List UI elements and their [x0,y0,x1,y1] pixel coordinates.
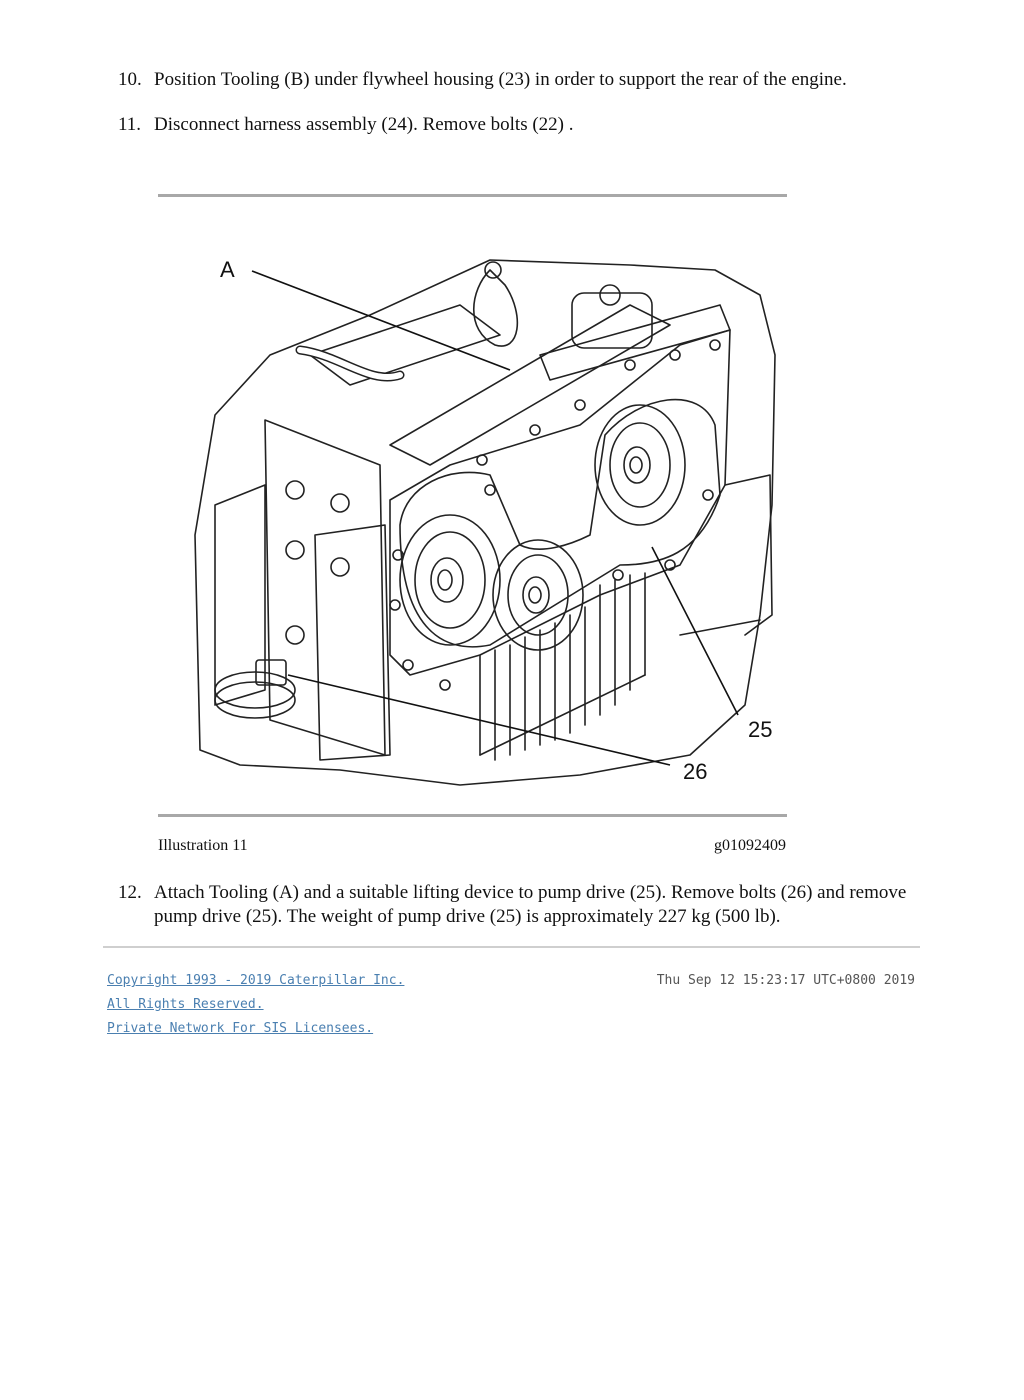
rights-link[interactable]: All Rights Reserved. [107,997,264,1012]
rights-link-wrap: All Rights Reserved. [107,997,264,1013]
pump-drive-illustration: A 25 26 [194,257,776,786]
illustration-top-rule [158,194,787,197]
step-text: Position Tooling (B) under flywheel hous… [154,69,847,90]
footer-divider [103,946,920,948]
lifting-eye [473,269,519,347]
copyright-link[interactable]: Copyright 1993 - 2019 Caterpillar Inc. [107,973,405,988]
leader-line-25 [651,546,739,716]
callout-25: 25 [748,717,772,742]
network-link[interactable]: Private Network For SIS Licensees. [107,1021,374,1036]
timestamp: Thu Sep 12 15:23:17 UTC+0800 2019 [656,973,915,988]
callout-26: 26 [683,759,707,784]
illustration-id: g01092409 [714,837,786,854]
cooling-fins [479,572,646,761]
callout-a: A [220,257,235,282]
pump-gear-center [492,539,584,651]
leader-line-26 [287,674,671,766]
step-text: Disconnect harness assembly (24). Remove… [154,114,574,135]
pump-drive-housing [389,329,731,676]
network-link-wrap: Private Network For SIS Licensees. [107,1021,373,1037]
step-number: 11. [118,114,142,135]
pump-gear-right [594,404,686,526]
step-text: Attach Tooling (A) and a suitable liftin… [154,882,907,927]
copyright-link-wrap: Copyright 1993 - 2019 Caterpillar Inc. [107,973,404,989]
leader-line-a [251,270,511,371]
mounting-plate [264,419,386,756]
illustration-caption: Illustration 11 [158,837,248,854]
step-number: 10. [118,69,142,90]
engine-outline [194,259,776,786]
step-12: 12. Attach Tooling (A) and a suitable li… [118,881,918,929]
step-11: 11. Disconnect harness assembly (24). Re… [118,113,918,137]
illustration-bottom-rule [158,814,787,817]
step-number: 12. [118,882,142,903]
step-10: 10. Position Tooling (B) under flywheel … [118,68,918,92]
pump-gear-left [399,514,501,646]
